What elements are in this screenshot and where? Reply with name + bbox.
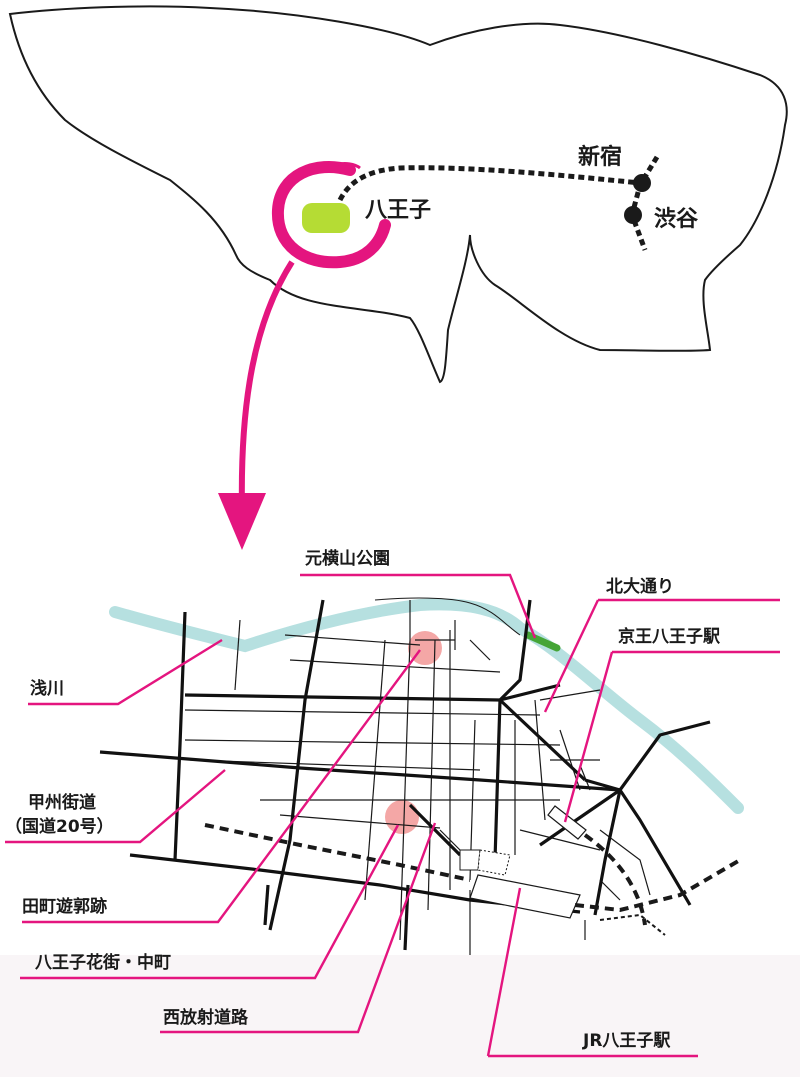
koshu-kaido-sub-label: （国道20号） [5,816,114,837]
zoom-arrow-head [218,493,266,550]
nishihoshado-label: 西放射道路 [163,1007,249,1028]
koshu-kaido-label: 甲州街道 [28,792,96,813]
kitaodori-label: 北大通り [606,576,674,597]
motoyokoyama-park-label: 元横山公園 [305,548,390,569]
shinjuku-label: 新宿 [578,144,622,170]
jr-railway [204,823,471,882]
jr-station-building [459,849,581,919]
focus-circle [271,160,391,269]
motoyokoyama-park [524,631,561,652]
leader-lines [5,573,780,1058]
hachioji-area [302,203,350,233]
focus-circle-tail [334,162,361,170]
railway-branch [599,913,666,936]
hanagai-label: 八王子花街・中町 [35,952,171,973]
asakawa-river-bank [374,597,521,636]
detail-map: 元横山公園 北大通り 京王八王子駅 浅川 甲州街道 （国道20号） 田町遊郭跡 … [5,548,780,1058]
tokyo-outline [8,5,788,384]
hachioji-label: 八王子 [365,198,431,223]
hanagai-highlight [385,800,419,834]
main-roads [99,599,711,951]
overview-rail-yamanote [629,155,660,251]
asakawa-label: 浅川 [30,678,64,699]
overview-map: 新宿 渋谷 八王子 [8,5,788,550]
asakawa-river [109,598,744,814]
overview-rail-line [337,165,641,202]
shinjuku-station-dot [633,174,651,192]
shibuya-label: 渋谷 [654,206,699,232]
keio-station-building [547,805,587,840]
keio-station-label: 京王八王子駅 [618,626,721,647]
jr-railway-east [574,858,742,913]
shibuya-station-dot [624,206,642,224]
jr-station-label: JR八王子駅 [582,1031,671,1051]
tamachi-label: 田町遊郭跡 [22,896,107,917]
zoom-arrow-line [238,260,295,511]
